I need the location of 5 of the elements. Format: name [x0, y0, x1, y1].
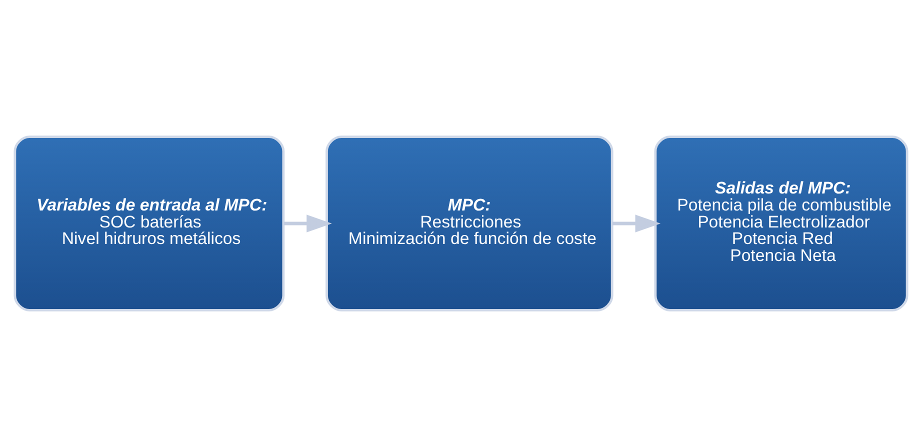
node-box: MPC: Restricciones Minimización de función de coste: [326, 136, 614, 312]
arrow: [284, 214, 332, 232]
arrow: [612, 214, 661, 232]
node-box: Salidas del MPC: Potencia pila de combustible Potencia Electrolizador Potencia Red Potencia Neta: [654, 136, 908, 312]
node-box: Variables de entrada al MPC: SOC baterías Nivel hidruros metálicos: [14, 136, 285, 312]
